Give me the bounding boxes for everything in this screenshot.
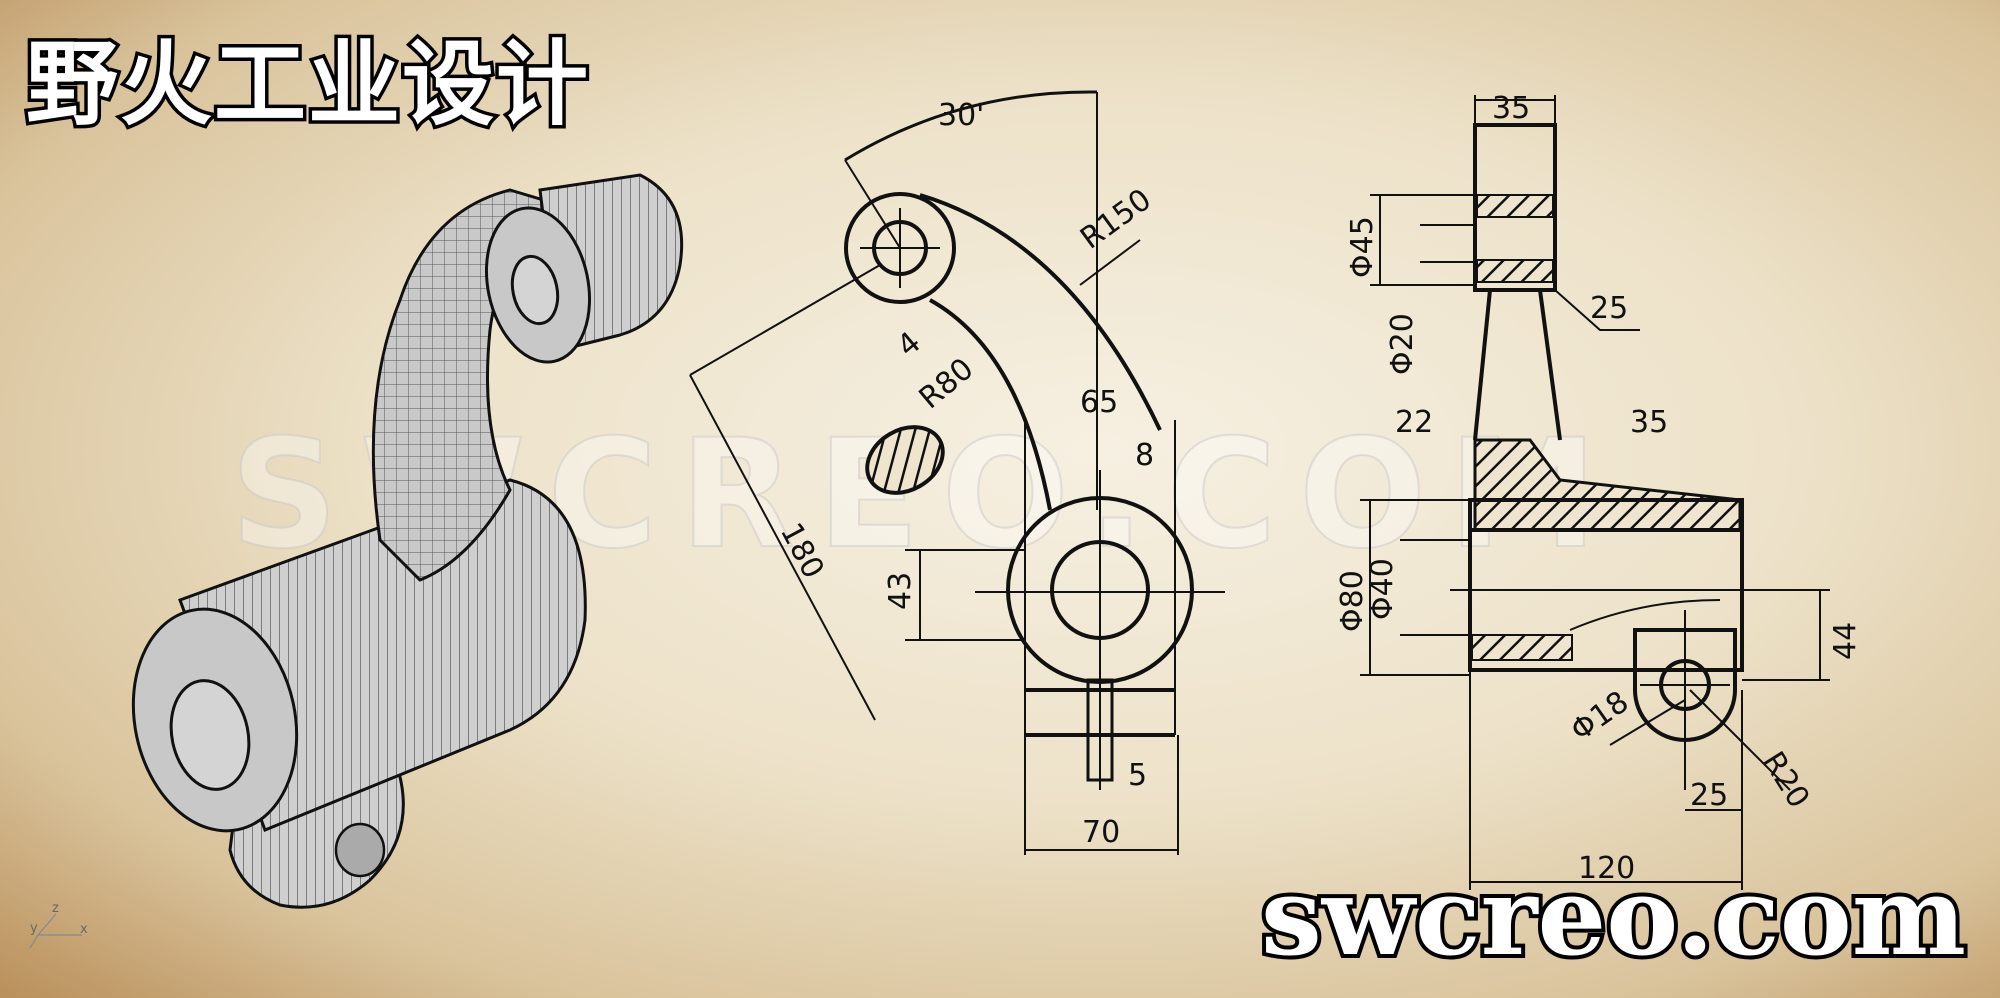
dim-25-top: 25 [1590, 291, 1628, 326]
dim-120: 120 [1578, 851, 1635, 886]
dim-phi18: Φ18 [1565, 684, 1636, 748]
dim-8: 8 [1135, 438, 1154, 473]
dim-35-mid: 35 [1630, 405, 1668, 440]
dim-phi80: Φ80 [1335, 570, 1370, 632]
dim-70: 70 [1082, 815, 1120, 850]
lug-hole [334, 822, 386, 878]
dim-phi45: Φ45 [1345, 216, 1380, 278]
brand-logo: swcreo.com [1257, 850, 1970, 984]
dim-phi20: Φ20 [1385, 313, 1420, 375]
dim-25-bottom: 25 [1690, 778, 1728, 813]
axis-triad: z x y [29, 901, 88, 949]
dim-angle-30: 30' [938, 98, 984, 133]
triad-x-label: x [80, 922, 88, 937]
dim-65: 65 [1080, 385, 1118, 420]
dim-r20: R20 [1755, 746, 1816, 815]
main-cylinder-bore [169, 679, 251, 791]
dim-phi40: Φ40 [1365, 558, 1400, 620]
dim-44: 44 [1828, 622, 1863, 660]
dim-35-top: 35 [1492, 91, 1530, 126]
dim-22: 22 [1395, 405, 1433, 440]
triad-y-label: y [30, 921, 38, 936]
dim-5: 5 [1128, 758, 1147, 793]
triad-z-label: z [52, 901, 59, 916]
page-title: 野火工业设计 [22, 28, 591, 142]
top-boss-bore [510, 254, 560, 326]
dim-43: 43 [883, 572, 918, 610]
